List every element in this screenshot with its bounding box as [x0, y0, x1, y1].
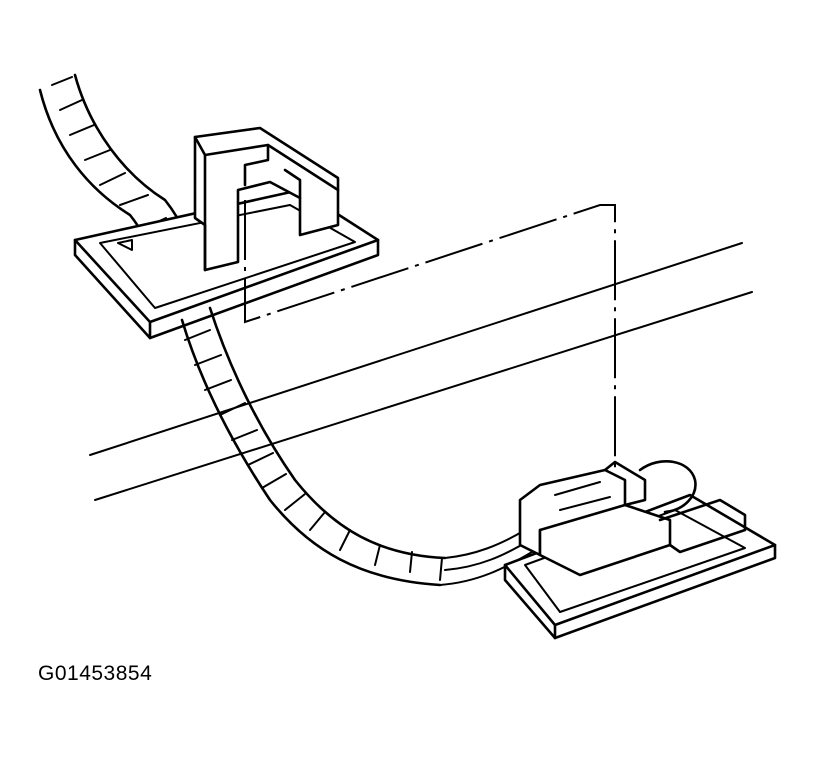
wiring-harness-lower — [180, 306, 533, 587]
alignment-leader-line — [244, 200, 616, 470]
figure-id-label: G01453854 — [38, 662, 153, 685]
harness-retainer-clip — [73, 126, 380, 340]
lamp-socket-connector — [503, 460, 777, 640]
mounting-panel — [89, 242, 753, 501]
